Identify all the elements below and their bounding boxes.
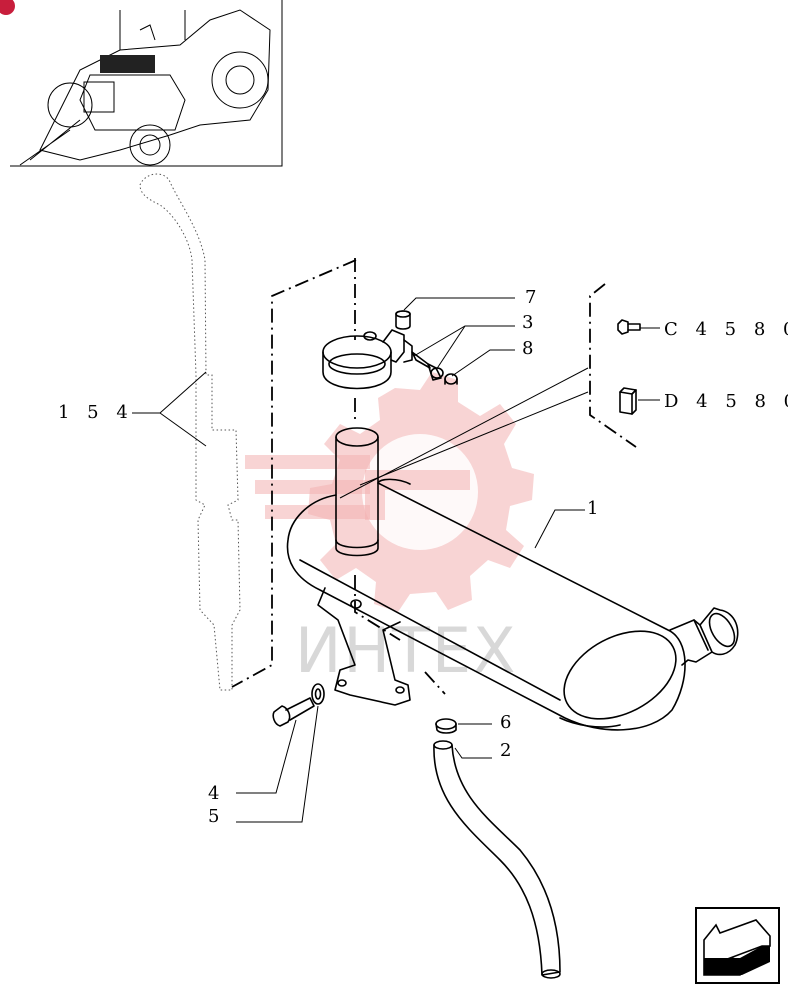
label-part-4: 4 xyxy=(208,783,225,804)
label-ref-d4580: D 4 5 8 0 xyxy=(664,391,788,412)
label-ref-c4580: C 4 5 8 0 xyxy=(664,319,788,340)
label-part-154: 1 5 4 xyxy=(58,402,134,423)
tractor-thumbnail-icon xyxy=(0,0,283,167)
part-5-washer xyxy=(311,683,325,705)
muffler-mounting-bracket xyxy=(317,587,411,706)
part-2-drain-hose xyxy=(433,740,561,979)
muffler-inlet-pipe xyxy=(335,427,379,557)
next-page-arrow-icon[interactable] xyxy=(695,907,780,984)
watermark-logo: ИНТЕХ xyxy=(245,372,534,687)
part-6-hose-clamp xyxy=(435,718,457,734)
label-part-6: 6 xyxy=(500,712,517,733)
part-1-muffler xyxy=(286,478,739,731)
part-4-bolt xyxy=(272,697,315,727)
pipe-154-outline xyxy=(139,173,241,691)
label-part-5: 5 xyxy=(208,806,225,827)
assembly-bracket-lines xyxy=(231,258,637,695)
label-part-3: 3 xyxy=(522,312,539,333)
label-part-7: 7 xyxy=(525,287,542,308)
label-part-2: 2 xyxy=(500,740,517,761)
part-8-bolt xyxy=(411,351,458,385)
leader-lines xyxy=(132,297,660,823)
ref-c4580-icon xyxy=(617,319,641,335)
label-part-8: 8 xyxy=(522,338,539,359)
label-part-1: 1 xyxy=(587,498,604,519)
ref-d4580-icon xyxy=(619,387,637,415)
part-3-clamp xyxy=(322,329,413,390)
part-labels: 7 3 8 C 4 5 8 0 D 4 5 8 0 1 5 4 1 6 2 4 … xyxy=(58,287,788,827)
watermark-text: ИНТЕХ xyxy=(295,614,518,687)
part-7-nut xyxy=(395,310,411,330)
